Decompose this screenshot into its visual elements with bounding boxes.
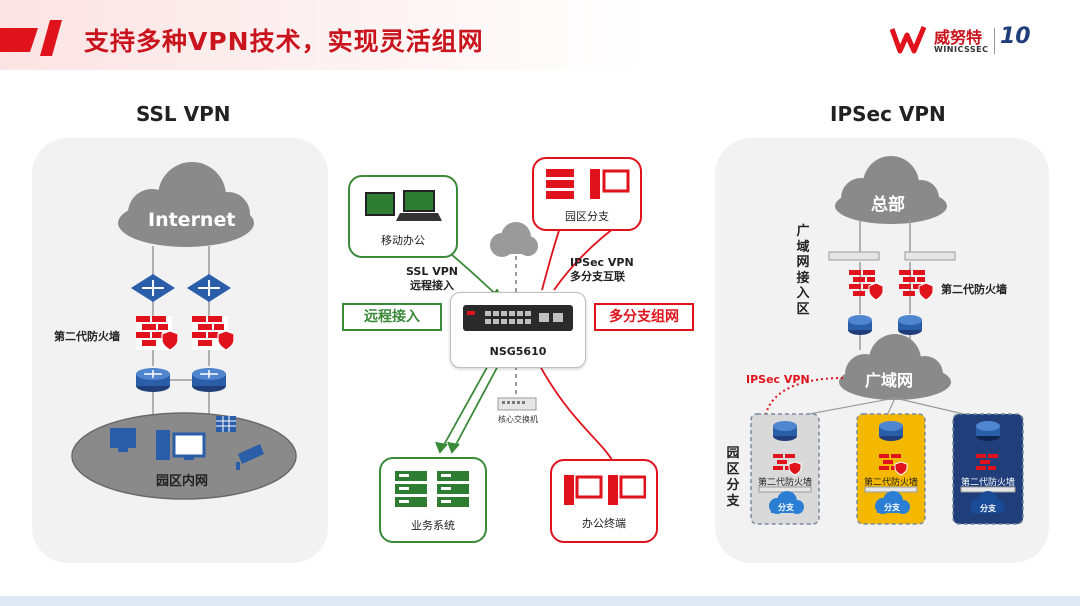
park-branch-zone-label: 园 区 分 支	[726, 446, 740, 509]
business-system-node: 业务系统	[379, 457, 487, 543]
hq-label: 总部	[871, 195, 905, 215]
router-icon	[187, 274, 231, 302]
ssl-link-label: SSL VPN 远程接入	[406, 265, 458, 292]
branch-2-tag: 分支	[884, 503, 900, 512]
branch-2-firewall-label: 第二代防火墙	[863, 478, 918, 488]
branch-1-firewall-label: 第二代防火墙	[757, 478, 812, 488]
branch-cloud-icon	[970, 491, 1005, 514]
ipsec-vpn-tag: IPSec VPN	[746, 373, 810, 386]
internet-label: Internet	[148, 209, 236, 231]
office-terminals-node: 办公终端	[550, 459, 658, 543]
office-terminals-label: 办公终端	[582, 517, 626, 530]
firewall-icon	[976, 454, 998, 470]
branch-cloud-icon	[769, 491, 804, 514]
firewall-icon	[136, 316, 179, 351]
small-cloud-icon	[490, 222, 538, 257]
wan-cloud-icon	[839, 334, 951, 400]
switch-icon	[192, 368, 226, 392]
hq-cloud-icon	[835, 156, 947, 224]
switch-icon	[136, 368, 170, 392]
camera-icon	[236, 444, 264, 470]
footer-strip	[0, 596, 1080, 606]
page-title: 支持多种VPN技术，实现灵活组网	[84, 27, 484, 56]
mobile-office-label: 移动办公	[381, 234, 425, 247]
server-icon	[216, 416, 236, 432]
office-pc-icon	[564, 475, 646, 505]
access-switch-icon	[904, 251, 956, 261]
branch-servers-icon	[546, 169, 630, 199]
firewall-icon	[773, 454, 802, 476]
title-banner	[0, 0, 1080, 70]
park-branch-label: 园区分支	[565, 210, 609, 223]
business-system-label: 业务系统	[411, 519, 455, 532]
wan-label: 广域网	[865, 371, 914, 390]
branch-3-tag: 分支	[980, 504, 996, 513]
branch-cloud-icon	[875, 491, 910, 514]
brand-name: 威努特	[934, 28, 983, 47]
mobile-office-node: 移动办公	[348, 175, 458, 258]
ssl-vpn-title: SSL VPN	[136, 102, 231, 126]
device-name-label: NSG5610	[489, 345, 547, 358]
core-switch-label: 核心交换机	[498, 415, 538, 424]
remote-access-text: 远程接入	[364, 309, 420, 325]
nsg5610-node: NSG5610	[450, 292, 586, 368]
router-icon	[879, 421, 903, 441]
router-icon	[773, 421, 797, 441]
firewall-icon	[899, 270, 934, 301]
park-branch-node: 园区分支	[532, 157, 642, 231]
ipsec-vpn-title: IPSec VPN	[830, 102, 946, 126]
laptop-icon	[365, 190, 442, 221]
ssl-firewall-label: 第二代防火墙	[54, 330, 120, 343]
ipsec-link-label: IPSec VPN 多分支互联	[570, 256, 634, 283]
monitor-icon	[110, 428, 136, 452]
brand-name-en: WINICSSEC	[934, 45, 989, 54]
brand-divider	[994, 28, 995, 54]
router-icon	[848, 315, 872, 335]
branch-1-tag: 分支	[778, 503, 794, 512]
remote-access-tag: 远程接入	[342, 303, 442, 331]
multi-branch-text: 多分支组网	[609, 309, 679, 325]
branch-3-firewall-label: 第二代防火墙	[960, 478, 1015, 488]
campus-lan-label: 园区内网	[156, 474, 209, 489]
access-switch-icon	[828, 251, 880, 261]
firewall-icon	[849, 270, 884, 301]
firewall-icon	[879, 454, 908, 476]
desktop-pc-icon	[156, 430, 206, 460]
brand-logo-icon	[890, 26, 927, 54]
anniversary-badge: 10	[1000, 24, 1031, 49]
router-icon	[131, 274, 175, 302]
wan-access-zone-label: 广 域 网 接 入 区	[796, 224, 810, 317]
router-icon	[976, 421, 1000, 441]
router-icon	[898, 315, 922, 335]
ipsec-firewall-label: 第二代防火墙	[941, 283, 1007, 296]
business-servers-icon	[395, 471, 469, 507]
ipsec-topology	[750, 156, 1024, 525]
core-switch-icon	[497, 397, 537, 411]
firewall-appliance-icon	[463, 305, 573, 331]
multi-branch-tag: 多分支组网	[594, 303, 694, 331]
ssl-vpn-topology	[71, 162, 297, 500]
firewall-icon	[192, 316, 235, 351]
ipsec-tunnel-line	[763, 377, 844, 435]
internet-cloud-icon	[118, 162, 254, 247]
